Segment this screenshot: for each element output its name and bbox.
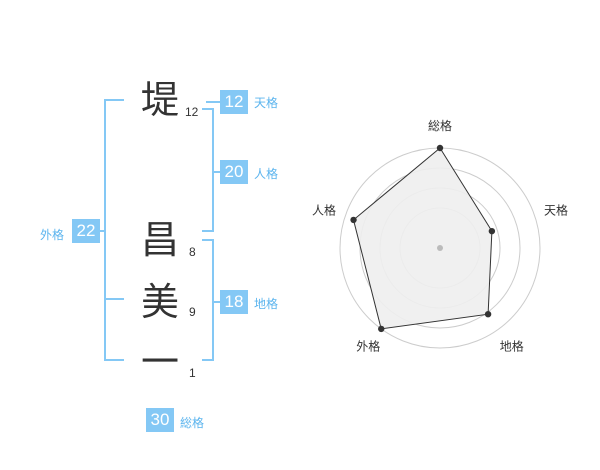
radar-axis-label-4: 外格 bbox=[356, 339, 380, 354]
given-char-2: 美 bbox=[140, 280, 179, 324]
tenkaku-label: 天格 bbox=[254, 96, 279, 110]
jinkaku-bracket bbox=[202, 108, 214, 232]
soukaku-value-badge: 30 bbox=[146, 408, 174, 432]
jinkaku-label: 人格 bbox=[254, 167, 279, 181]
radar-area bbox=[352, 147, 493, 330]
radar-points bbox=[350, 144, 496, 333]
gaikaku-label: 外格 bbox=[40, 228, 65, 242]
chikaku-value-badge: 18 bbox=[220, 290, 248, 314]
stroke-count-4: 1 bbox=[189, 366, 196, 380]
radar-point-5 bbox=[350, 216, 357, 224]
gaikaku-bracket-tick bbox=[104, 298, 124, 300]
radar-axis-label-5: 人格 bbox=[312, 202, 336, 217]
stroke-count-2: 8 bbox=[189, 245, 196, 259]
soukaku-label: 総格 bbox=[180, 416, 205, 430]
chikaku-connector bbox=[212, 301, 220, 303]
surname-char-1: 堤 bbox=[140, 78, 179, 122]
radar-axis-label-1: 総格 bbox=[428, 118, 452, 133]
jinkaku-connector bbox=[212, 171, 220, 173]
tenkaku-connector bbox=[206, 101, 220, 103]
gaikaku-connector bbox=[98, 230, 106, 232]
radar-axis-label-3: 地格 bbox=[500, 339, 524, 354]
radar-point-2 bbox=[488, 227, 496, 235]
jinkaku-value-badge: 20 bbox=[220, 160, 248, 184]
radar-point-3 bbox=[484, 310, 492, 318]
chikaku-label: 地格 bbox=[254, 297, 279, 311]
radar-point-4 bbox=[378, 325, 385, 333]
given-char-3: 一 bbox=[140, 340, 179, 384]
chikaku-bracket bbox=[202, 239, 214, 361]
gaikaku-value-badge: 22 bbox=[72, 219, 100, 243]
stroke-count-3: 9 bbox=[189, 305, 196, 319]
radar-axis-label-2: 天格 bbox=[544, 202, 568, 217]
radar-point-1 bbox=[436, 144, 444, 152]
stroke-count-1: 12 bbox=[185, 105, 199, 119]
tenkaku-value-badge: 12 bbox=[220, 90, 248, 114]
radar-center bbox=[437, 245, 443, 251]
given-char-1: 昌 bbox=[140, 218, 179, 262]
